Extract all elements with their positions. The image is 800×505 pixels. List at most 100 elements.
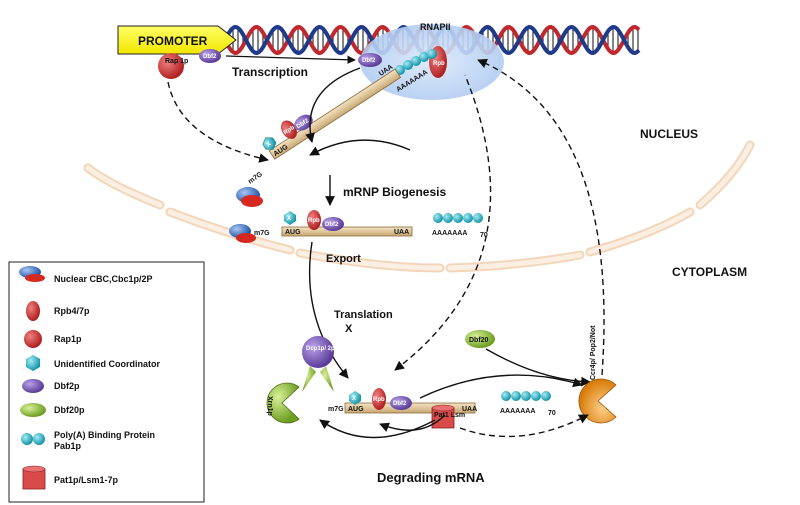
transcription-arrow xyxy=(225,55,356,64)
svg-text:m7G: m7G xyxy=(254,230,270,237)
rap1-icon xyxy=(24,330,42,348)
mrnp-biogenesis-label: mRNP Biogenesis xyxy=(343,185,446,199)
mrna-degrading: m7G AUG UAA X Rpb Dbf2 Pat1 Lsm AAAAAAA … xyxy=(328,388,556,429)
cotranscriptional-arrow xyxy=(305,67,361,143)
promoter-label: PROMOTER xyxy=(138,34,208,48)
cap-label-diagonal: m7G xyxy=(247,171,264,186)
legend-item-dbf20: Dbf20p xyxy=(20,403,85,417)
legend: Nuclear CBC,Cbc1p/2P Rpb4/7p Rap1p Unide… xyxy=(8,261,205,503)
mrnp-nuclear: m7G AUG UAA X Rpb Dbf2 AAAAAAA 70 xyxy=(229,210,488,243)
svg-text:AAAAAAA: AAAAAAA xyxy=(432,230,467,237)
nucleus-label: NUCLEUS xyxy=(640,127,698,141)
dbf2-protein-transcription: Dbf2 xyxy=(358,53,382,67)
export-arrow xyxy=(308,241,349,379)
translation-x-label: X xyxy=(345,323,353,335)
feedback-dashed-arrow-outer xyxy=(477,58,605,376)
legend-item-pab1: Poly(A) Binding Protein Pab1p xyxy=(21,430,155,451)
coordinator-icon xyxy=(26,355,40,371)
pat1-lsm-complex: Pat1 Lsm xyxy=(431,404,465,429)
legend-item-rpb: Rpb4/7p xyxy=(26,301,90,321)
svg-text:Pat1 Lsm: Pat1 Lsm xyxy=(434,412,465,419)
svg-text:UAA: UAA xyxy=(394,229,409,236)
svg-text:Dbf20: Dbf20 xyxy=(469,337,489,344)
rpb-label-top: Rpb xyxy=(433,61,445,67)
pab1-bead xyxy=(419,52,429,62)
promoter-arrow: PROMOTER xyxy=(117,25,237,55)
decay-arrow xyxy=(319,419,436,439)
svg-text:Dbf20p: Dbf20p xyxy=(54,405,85,415)
dcp1-dcp2-decapping: Dcp1p/ 2p xyxy=(302,336,335,392)
cbc-complex-diagonal xyxy=(236,187,263,207)
svg-text:Dbf2: Dbf2 xyxy=(362,58,376,64)
svg-text:Unidentified Coordinator: Unidentified Coordinator xyxy=(54,359,160,369)
pab1-bead xyxy=(473,213,483,223)
dbf2-protein-promoter: Dbf2 xyxy=(199,49,221,63)
svg-text:Dcp1p/ 2p: Dcp1p/ 2p xyxy=(306,346,335,352)
translation-label: Translation xyxy=(334,309,393,321)
nuclear-envelope-inner xyxy=(85,142,753,271)
pab1-bead xyxy=(511,391,521,401)
svg-text:Poly(A) Binding Protein: Poly(A) Binding Protein xyxy=(54,430,155,440)
pab1-bead xyxy=(443,213,453,223)
svg-text:AUG: AUG xyxy=(285,229,301,236)
pab1-bead xyxy=(531,391,541,401)
svg-text:Rpb: Rpb xyxy=(373,397,385,403)
feedback-dashed-arrow-inner xyxy=(394,74,492,371)
svg-text:Pat1p/Lsm1-7p: Pat1p/Lsm1-7p xyxy=(54,475,119,485)
pat1-ccr4-dashed-arrow xyxy=(459,414,589,438)
deadenylation-arrow xyxy=(419,374,583,399)
svg-text:Nuclear CBC,Cbc1p/2P: Nuclear CBC,Cbc1p/2P xyxy=(54,274,153,284)
svg-text:X: X xyxy=(287,216,291,222)
transcription-label: Transcription xyxy=(232,65,308,79)
pab1-icon xyxy=(21,433,33,445)
svg-text:X: X xyxy=(352,396,356,402)
legend-item-coordinator: Unidentified Coordinator xyxy=(26,355,160,371)
legend-item-rap1: Rap1p xyxy=(24,330,82,348)
svg-text:Rap 1p: Rap 1p xyxy=(165,58,188,65)
dbf20-protein: Dbf20 xyxy=(465,330,495,348)
xrn1-exonuclease: Xrn1p xyxy=(266,382,300,424)
export-label: Export xyxy=(326,253,361,265)
pab1-bead xyxy=(427,49,437,59)
svg-text:Rpb: Rpb xyxy=(283,125,296,137)
pab1-bead xyxy=(463,213,473,223)
rpb-icon xyxy=(26,301,40,321)
loading-arrow xyxy=(309,139,411,156)
svg-text:Rpb: Rpb xyxy=(308,218,320,224)
svg-text:Xrn1p: Xrn1p xyxy=(266,396,273,416)
cytoplasm-label: CYTOPLASM xyxy=(672,265,747,279)
nascent-mrna: AUG UAA Rpb Dbf2 X xyxy=(262,64,402,160)
svg-text:70: 70 xyxy=(548,410,556,417)
degrading-mrna-label: Degrading mRNA xyxy=(377,470,485,485)
pat1-arrow xyxy=(379,414,446,432)
rap1-protein-promoter: Rap 1p xyxy=(158,53,188,79)
legend-item-dbf2: Dbf2p xyxy=(22,379,80,393)
pab1-bead xyxy=(453,213,463,223)
dbf20-arrow xyxy=(485,348,591,387)
svg-text:AUG: AUG xyxy=(348,406,364,413)
svg-text:70: 70 xyxy=(480,232,488,239)
pab1-bead xyxy=(433,213,443,223)
dbf20-icon xyxy=(20,403,46,417)
svg-text:Ccr4p/ Pop2/Not: Ccr4p/ Pop2/Not xyxy=(590,325,597,380)
svg-text:Dbf2: Dbf2 xyxy=(325,222,339,228)
pab1-bead xyxy=(541,391,551,401)
pab1-bead xyxy=(411,56,421,66)
svg-text:Dbf2: Dbf2 xyxy=(393,401,407,407)
svg-text:X: X xyxy=(266,141,273,148)
svg-text:m7G: m7G xyxy=(328,406,344,413)
legend-item-pat1: Pat1p/Lsm1-7p xyxy=(22,465,119,490)
dbf2-icon xyxy=(22,379,44,393)
rnapii-label: RNAPII xyxy=(420,22,451,32)
svg-text:Rap1p: Rap1p xyxy=(54,334,82,344)
pab1-bead xyxy=(403,60,413,70)
svg-text:Dbf2p: Dbf2p xyxy=(54,381,80,391)
svg-text:Rpb4/7p: Rpb4/7p xyxy=(54,306,90,316)
svg-text:Pab1p: Pab1p xyxy=(54,441,82,451)
svg-text:AAAAAAA: AAAAAAA xyxy=(500,408,535,415)
rap1-dashed-arrow xyxy=(167,81,269,163)
nuclear-envelope xyxy=(83,140,755,273)
legend-item-cbc: Nuclear CBC,Cbc1p/2P xyxy=(19,266,153,284)
svg-text:Dbf2: Dbf2 xyxy=(203,54,217,60)
